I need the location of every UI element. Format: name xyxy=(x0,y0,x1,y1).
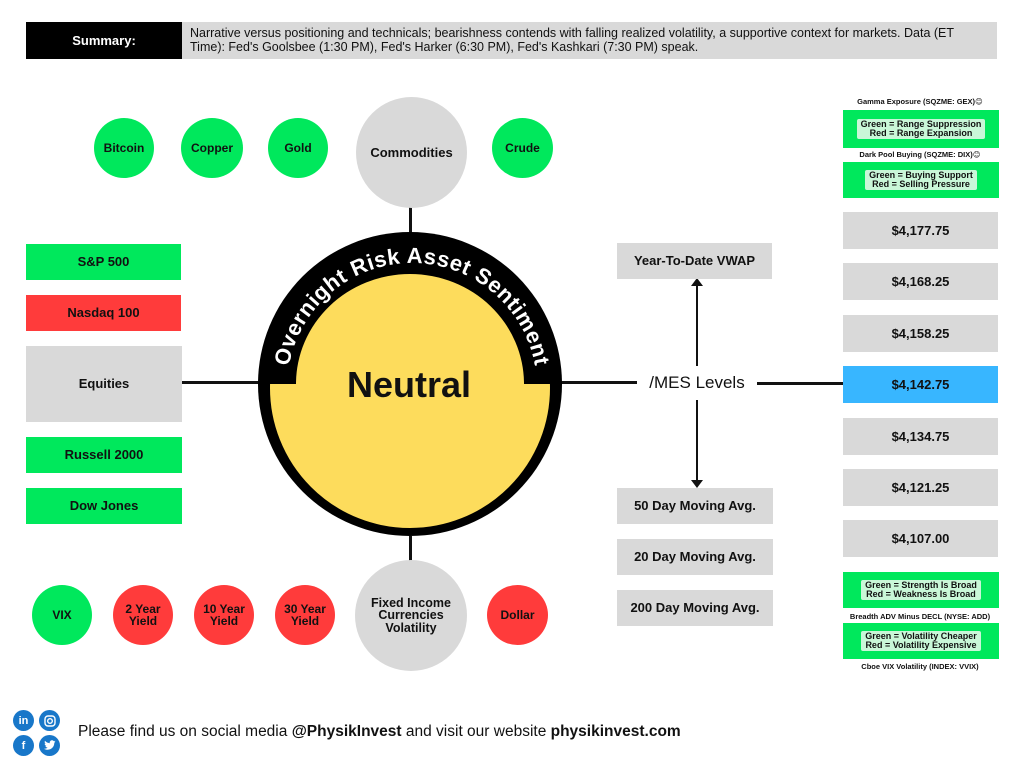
facebook-icon[interactable]: f xyxy=(13,735,34,756)
commodity-bitcoin: Bitcoin xyxy=(94,118,154,178)
legend-gex-title: Gamma Exposure (SQZME: GEX)😊 xyxy=(857,97,983,106)
legend-vvix-title: Cboe VIX Volatility (INDEX: VVIX) xyxy=(861,662,979,671)
equity-russell2000: Russell 2000 xyxy=(26,437,182,473)
footer-handle[interactable]: @PhysikInvest xyxy=(291,723,402,740)
linkedin-icon[interactable]: in xyxy=(13,710,34,731)
commodity-copper: Copper xyxy=(181,118,243,178)
arrow-up xyxy=(691,278,703,366)
summary-label: Summary: xyxy=(26,22,182,59)
ma-20-day: 20 Day Moving Avg. xyxy=(617,539,773,575)
connector-top xyxy=(409,207,412,235)
equity-nasdaq100: Nasdaq 100 xyxy=(26,295,181,331)
legend-gex-line1: Green = Range Suppression xyxy=(860,119,982,129)
fixed-income-hub: Fixed Income Currencies Volatility xyxy=(355,560,467,671)
mes-level-5: $4,134.75 xyxy=(843,418,998,455)
twitter-icon[interactable] xyxy=(39,735,60,756)
footer-text-prefix: Please find us on social media xyxy=(78,723,292,740)
legend-vvix-line1: Green = Volatility Cheaper xyxy=(865,631,977,641)
fi-30-year-yield: 30 Year Yield xyxy=(275,585,335,645)
footer-text: Please find us on social media @PhysikIn… xyxy=(78,723,681,741)
fi-10-year-yield: 10 Year Yield xyxy=(194,585,254,645)
connector-left xyxy=(182,381,262,384)
connector-right xyxy=(557,381,637,384)
connector-bottom xyxy=(409,536,412,562)
fi-vix: VIX xyxy=(32,585,92,645)
instagram-icon[interactable] xyxy=(39,710,60,731)
mes-level-2: $4,168.25 xyxy=(843,263,998,300)
commodities-hub: Commodities xyxy=(356,97,467,208)
mes-level-3: $4,158.25 xyxy=(843,315,998,352)
mes-levels-hub: /MES Levels xyxy=(649,373,745,393)
legend-dix-line1: Green = Buying Support xyxy=(869,170,973,180)
legend-add-title: Breadth ADV Minus DECL (NYSE: ADD) xyxy=(849,612,991,621)
equities-hub: Equities xyxy=(26,346,182,422)
legend-vvix-line2: Red = Volatility Expensive xyxy=(865,640,977,650)
arrow-down xyxy=(691,400,703,488)
commodity-gold: Gold xyxy=(268,118,328,178)
fi-dollar: Dollar xyxy=(487,585,548,645)
footer-website[interactable]: physikinvest.com xyxy=(550,723,681,740)
sentiment-circle: Overnight Risk Asset Sentiment Neutral xyxy=(254,226,564,542)
mes-level-4-current: $4,142.75 xyxy=(843,366,998,403)
mes-level-1: $4,177.75 xyxy=(843,212,998,249)
equity-sp500: S&P 500 xyxy=(26,244,181,280)
connector-levels xyxy=(757,382,843,385)
ytd-vwap: Year-To-Date VWAP xyxy=(617,243,772,279)
legend-add-line2: Red = Weakness Is Broad xyxy=(866,589,976,599)
ma-50-day: 50 Day Moving Avg. xyxy=(617,488,773,524)
summary-bar: Summary: Narrative versus positioning an… xyxy=(26,22,997,59)
legend-dix-title: Dark Pool Buying (SQZME: DIX)😊 xyxy=(859,150,981,159)
equity-dowjones: Dow Jones xyxy=(26,488,182,524)
ma-200-day: 200 Day Moving Avg. xyxy=(617,590,773,626)
summary-text: Narrative versus positioning and technic… xyxy=(182,22,997,59)
mes-level-6: $4,121.25 xyxy=(843,469,998,506)
fi-2-year-yield: 2 Year Yield xyxy=(113,585,173,645)
legend-add-line1: Green = Strength Is Broad xyxy=(865,580,977,590)
legend-dix-line2: Red = Selling Pressure xyxy=(872,179,970,189)
commodity-crude: Crude xyxy=(492,118,553,178)
footer-text-mid: and visit our website xyxy=(401,723,551,740)
legend-gex-line2: Red = Range Expansion xyxy=(869,128,973,138)
sentiment-value: Neutral xyxy=(346,364,472,405)
mes-level-7: $4,107.00 xyxy=(843,520,998,557)
